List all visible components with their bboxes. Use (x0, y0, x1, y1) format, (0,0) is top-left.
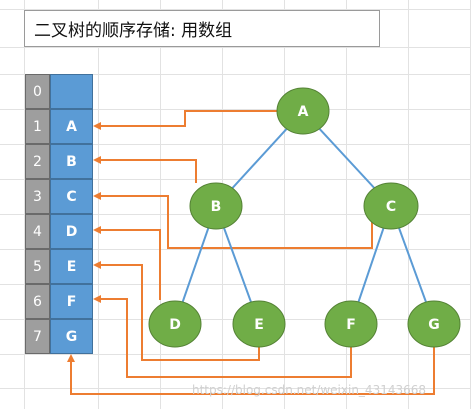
tree-node-label: D (169, 317, 181, 333)
array-index-cell: 7 (25, 319, 50, 354)
tree-node-d: D (148, 300, 202, 348)
tree-node-b: B (189, 182, 243, 230)
watermark: https://blog.csdn.net/weixin_43143668 (192, 383, 427, 397)
tree-node-label: G (428, 317, 440, 333)
tree-node-label: E (254, 317, 264, 333)
tree-node-label: C (386, 199, 396, 215)
array-value-cell: F (50, 284, 93, 319)
array-index-cell: 2 (25, 144, 50, 179)
array-index-cell: 6 (25, 284, 50, 319)
pointer-arrow-c (93, 192, 373, 249)
pointer-arrow-g (67, 347, 435, 395)
array-value-cell: G (50, 319, 93, 354)
array-value-cell: C (50, 179, 93, 214)
array-index-cell: 5 (25, 249, 50, 284)
array-value-cell: B (50, 144, 93, 179)
diagram-title: 二叉树的顺序存储: 用数组 (24, 10, 380, 47)
tree-node-a: A (276, 87, 330, 135)
array-index-cell: 4 (25, 214, 50, 249)
diagram-title-text: 二叉树的顺序存储: 用数组 (34, 21, 233, 41)
array-index-cell: 0 (25, 74, 50, 109)
pointer-arrow-a (93, 110, 277, 130)
tree-node-c: C (363, 182, 419, 230)
tree-node-g: G (407, 300, 461, 348)
array-index-cell: 3 (25, 179, 50, 214)
tree-node-label: A (298, 104, 309, 120)
tree-node-f: F (324, 300, 378, 348)
array-value-cell: E (50, 249, 93, 284)
array-index-cell: 1 (25, 109, 50, 144)
array-value-cell: D (50, 214, 93, 249)
pointer-arrow-f (93, 295, 352, 378)
tree-node-label: F (346, 317, 356, 333)
pointer-arrow-e (93, 261, 260, 361)
pointer-arrow-d (93, 226, 161, 300)
pointer-arrow-b (93, 156, 197, 183)
tree-node-e: E (232, 300, 286, 348)
tree-node-label: B (211, 199, 222, 215)
array-value-cell: A (50, 109, 93, 144)
array-value-cell (50, 74, 93, 109)
